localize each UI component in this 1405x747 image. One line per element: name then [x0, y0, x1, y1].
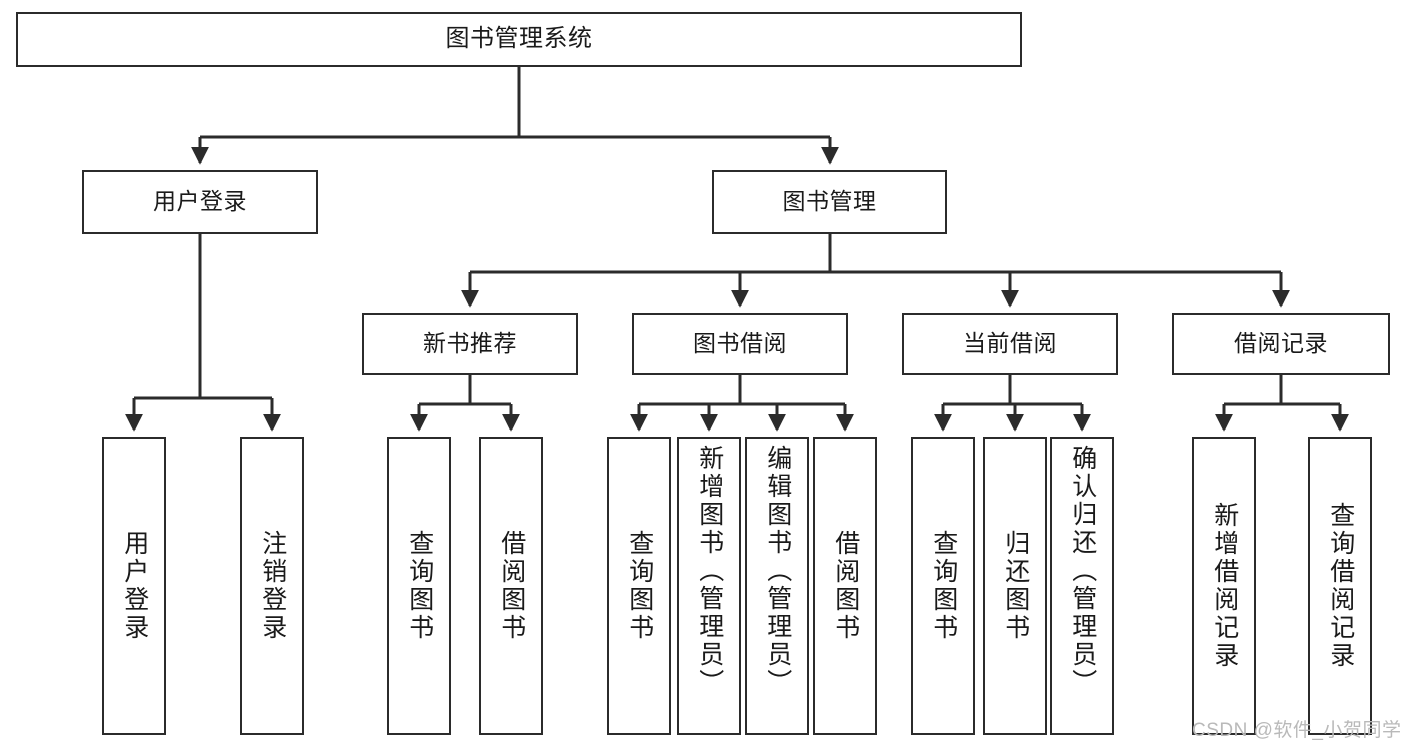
- node-leaf-query-book-1-label: 查询图书: [405, 530, 434, 642]
- node-leaf-logout-label: 注销登录: [258, 530, 287, 642]
- node-user-login-label: 用户登录: [153, 188, 247, 215]
- node-new-book-recommend[interactable]: 新书推荐: [362, 313, 578, 375]
- node-leaf-confirm-return[interactable]: 确认归还（管理员）: [1050, 437, 1114, 735]
- node-book-borrow-label: 图书借阅: [693, 330, 787, 357]
- node-user-login[interactable]: 用户登录: [82, 170, 318, 234]
- node-leaf-borrow-book-2-label: 借阅图书: [831, 530, 860, 642]
- node-leaf-query-book-3-label: 查询图书: [929, 530, 958, 642]
- node-leaf-query-book-1[interactable]: 查询图书: [387, 437, 451, 735]
- node-leaf-borrow-book-1[interactable]: 借阅图书: [479, 437, 543, 735]
- node-leaf-add-record[interactable]: 新增借阅记录: [1192, 437, 1256, 735]
- node-leaf-logout[interactable]: 注销登录: [240, 437, 304, 735]
- node-borrow-record[interactable]: 借阅记录: [1172, 313, 1390, 375]
- node-leaf-user-login[interactable]: 用户登录: [102, 437, 166, 735]
- node-book-borrow[interactable]: 图书借阅: [632, 313, 848, 375]
- node-leaf-return-book-label: 归还图书: [1001, 530, 1030, 642]
- node-leaf-return-book[interactable]: 归还图书: [983, 437, 1047, 735]
- node-leaf-query-record-label: 查询借阅记录: [1326, 502, 1355, 670]
- node-leaf-confirm-return-label: 确认归还（管理员）: [1068, 445, 1097, 697]
- node-new-book-recommend-label: 新书推荐: [423, 330, 517, 357]
- node-book-management-label: 图书管理: [782, 188, 877, 215]
- csdn-watermark: CSDN @软件_小贺同学: [1192, 720, 1402, 741]
- node-borrow-record-label: 借阅记录: [1234, 330, 1328, 357]
- node-leaf-query-book-2[interactable]: 查询图书: [607, 437, 671, 735]
- node-leaf-user-login-label: 用户登录: [120, 530, 149, 642]
- node-leaf-query-record[interactable]: 查询借阅记录: [1308, 437, 1372, 735]
- node-leaf-borrow-book-1-label: 借阅图书: [497, 530, 526, 642]
- node-leaf-borrow-book-2[interactable]: 借阅图书: [813, 437, 877, 735]
- node-leaf-add-book[interactable]: 新增图书（管理员）: [677, 437, 741, 735]
- node-book-management[interactable]: 图书管理: [712, 170, 947, 234]
- node-leaf-query-book-2-label: 查询图书: [625, 530, 654, 642]
- node-root-label: 图书管理系统: [445, 25, 593, 53]
- node-leaf-edit-book[interactable]: 编辑图书（管理员）: [745, 437, 809, 735]
- node-current-borrow[interactable]: 当前借阅: [902, 313, 1118, 375]
- node-leaf-query-book-3[interactable]: 查询图书: [911, 437, 975, 735]
- node-leaf-add-book-label: 新增图书（管理员）: [695, 445, 724, 697]
- node-leaf-edit-book-label: 编辑图书（管理员）: [763, 445, 792, 697]
- node-root[interactable]: 图书管理系统: [16, 12, 1022, 67]
- node-leaf-add-record-label: 新增借阅记录: [1210, 502, 1239, 670]
- node-current-borrow-label: 当前借阅: [963, 330, 1057, 357]
